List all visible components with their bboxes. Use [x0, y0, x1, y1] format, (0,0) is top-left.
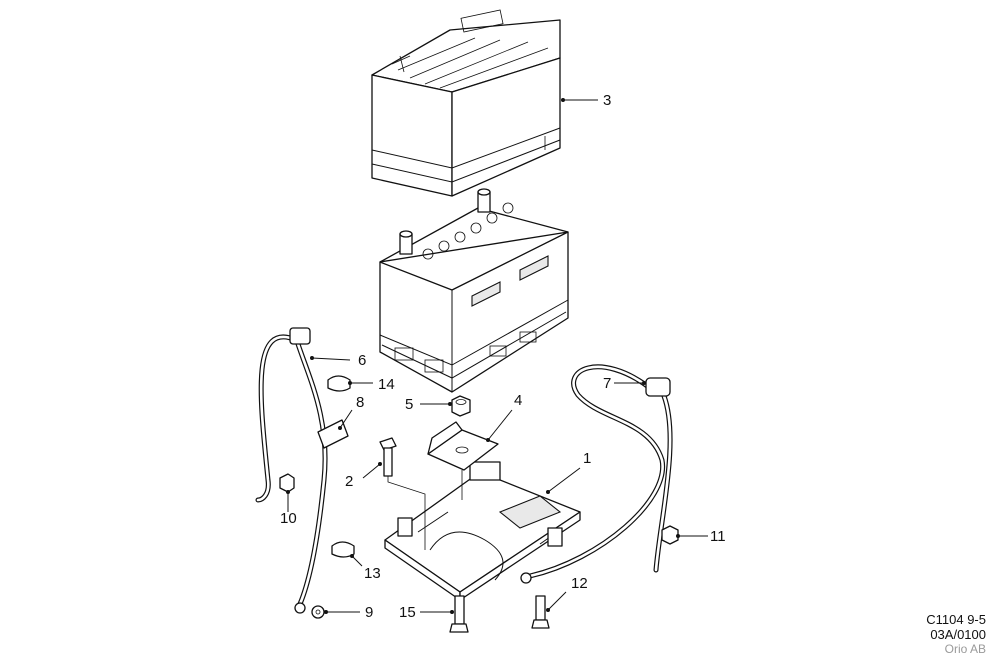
callout-14: 14 [378, 376, 395, 393]
callout-12: 12 [571, 575, 588, 592]
terminal-cover-part-13 [331, 541, 355, 558]
callout-9: 9 [365, 604, 373, 621]
callout-1: 1 [583, 450, 591, 467]
figure-caption: C1104 9-5 03A/0100 Orio AB [926, 612, 986, 656]
callout-7: 7 [603, 375, 611, 392]
callout-10: 10 [280, 510, 297, 527]
figure-revision: 03A/0100 [930, 627, 986, 642]
callout-4: 4 [514, 392, 522, 409]
bolt-part-12 [531, 595, 550, 629]
callout-2: 2 [345, 473, 353, 490]
callout-5: 5 [405, 396, 413, 413]
battery-tray [384, 461, 581, 601]
battery-body [379, 188, 569, 393]
callout-8: 8 [356, 394, 364, 411]
terminal-cover-part-14 [327, 375, 351, 392]
nut-part-11 [661, 525, 679, 545]
leader-lines [286, 98, 708, 614]
callout-6: 6 [358, 352, 366, 369]
callout-3: 3 [603, 92, 611, 109]
hold-down-clamp [427, 421, 499, 500]
bolt-part-2 [379, 437, 426, 550]
callout-11: 11 [710, 528, 726, 545]
figure-code: C1104 9-5 [926, 612, 986, 627]
cable-part-6 [255, 327, 328, 614]
nut-part-5 [451, 395, 471, 417]
nut-part-9 [311, 605, 325, 619]
cable-part-7 [520, 364, 673, 584]
callout-13: 13 [364, 565, 381, 582]
copyright-text: Orio AB [944, 642, 986, 656]
bolt-part-15 [449, 595, 469, 633]
battery-cover [371, 9, 561, 197]
callout-15: 15 [399, 604, 416, 621]
nut-part-10 [279, 473, 295, 493]
